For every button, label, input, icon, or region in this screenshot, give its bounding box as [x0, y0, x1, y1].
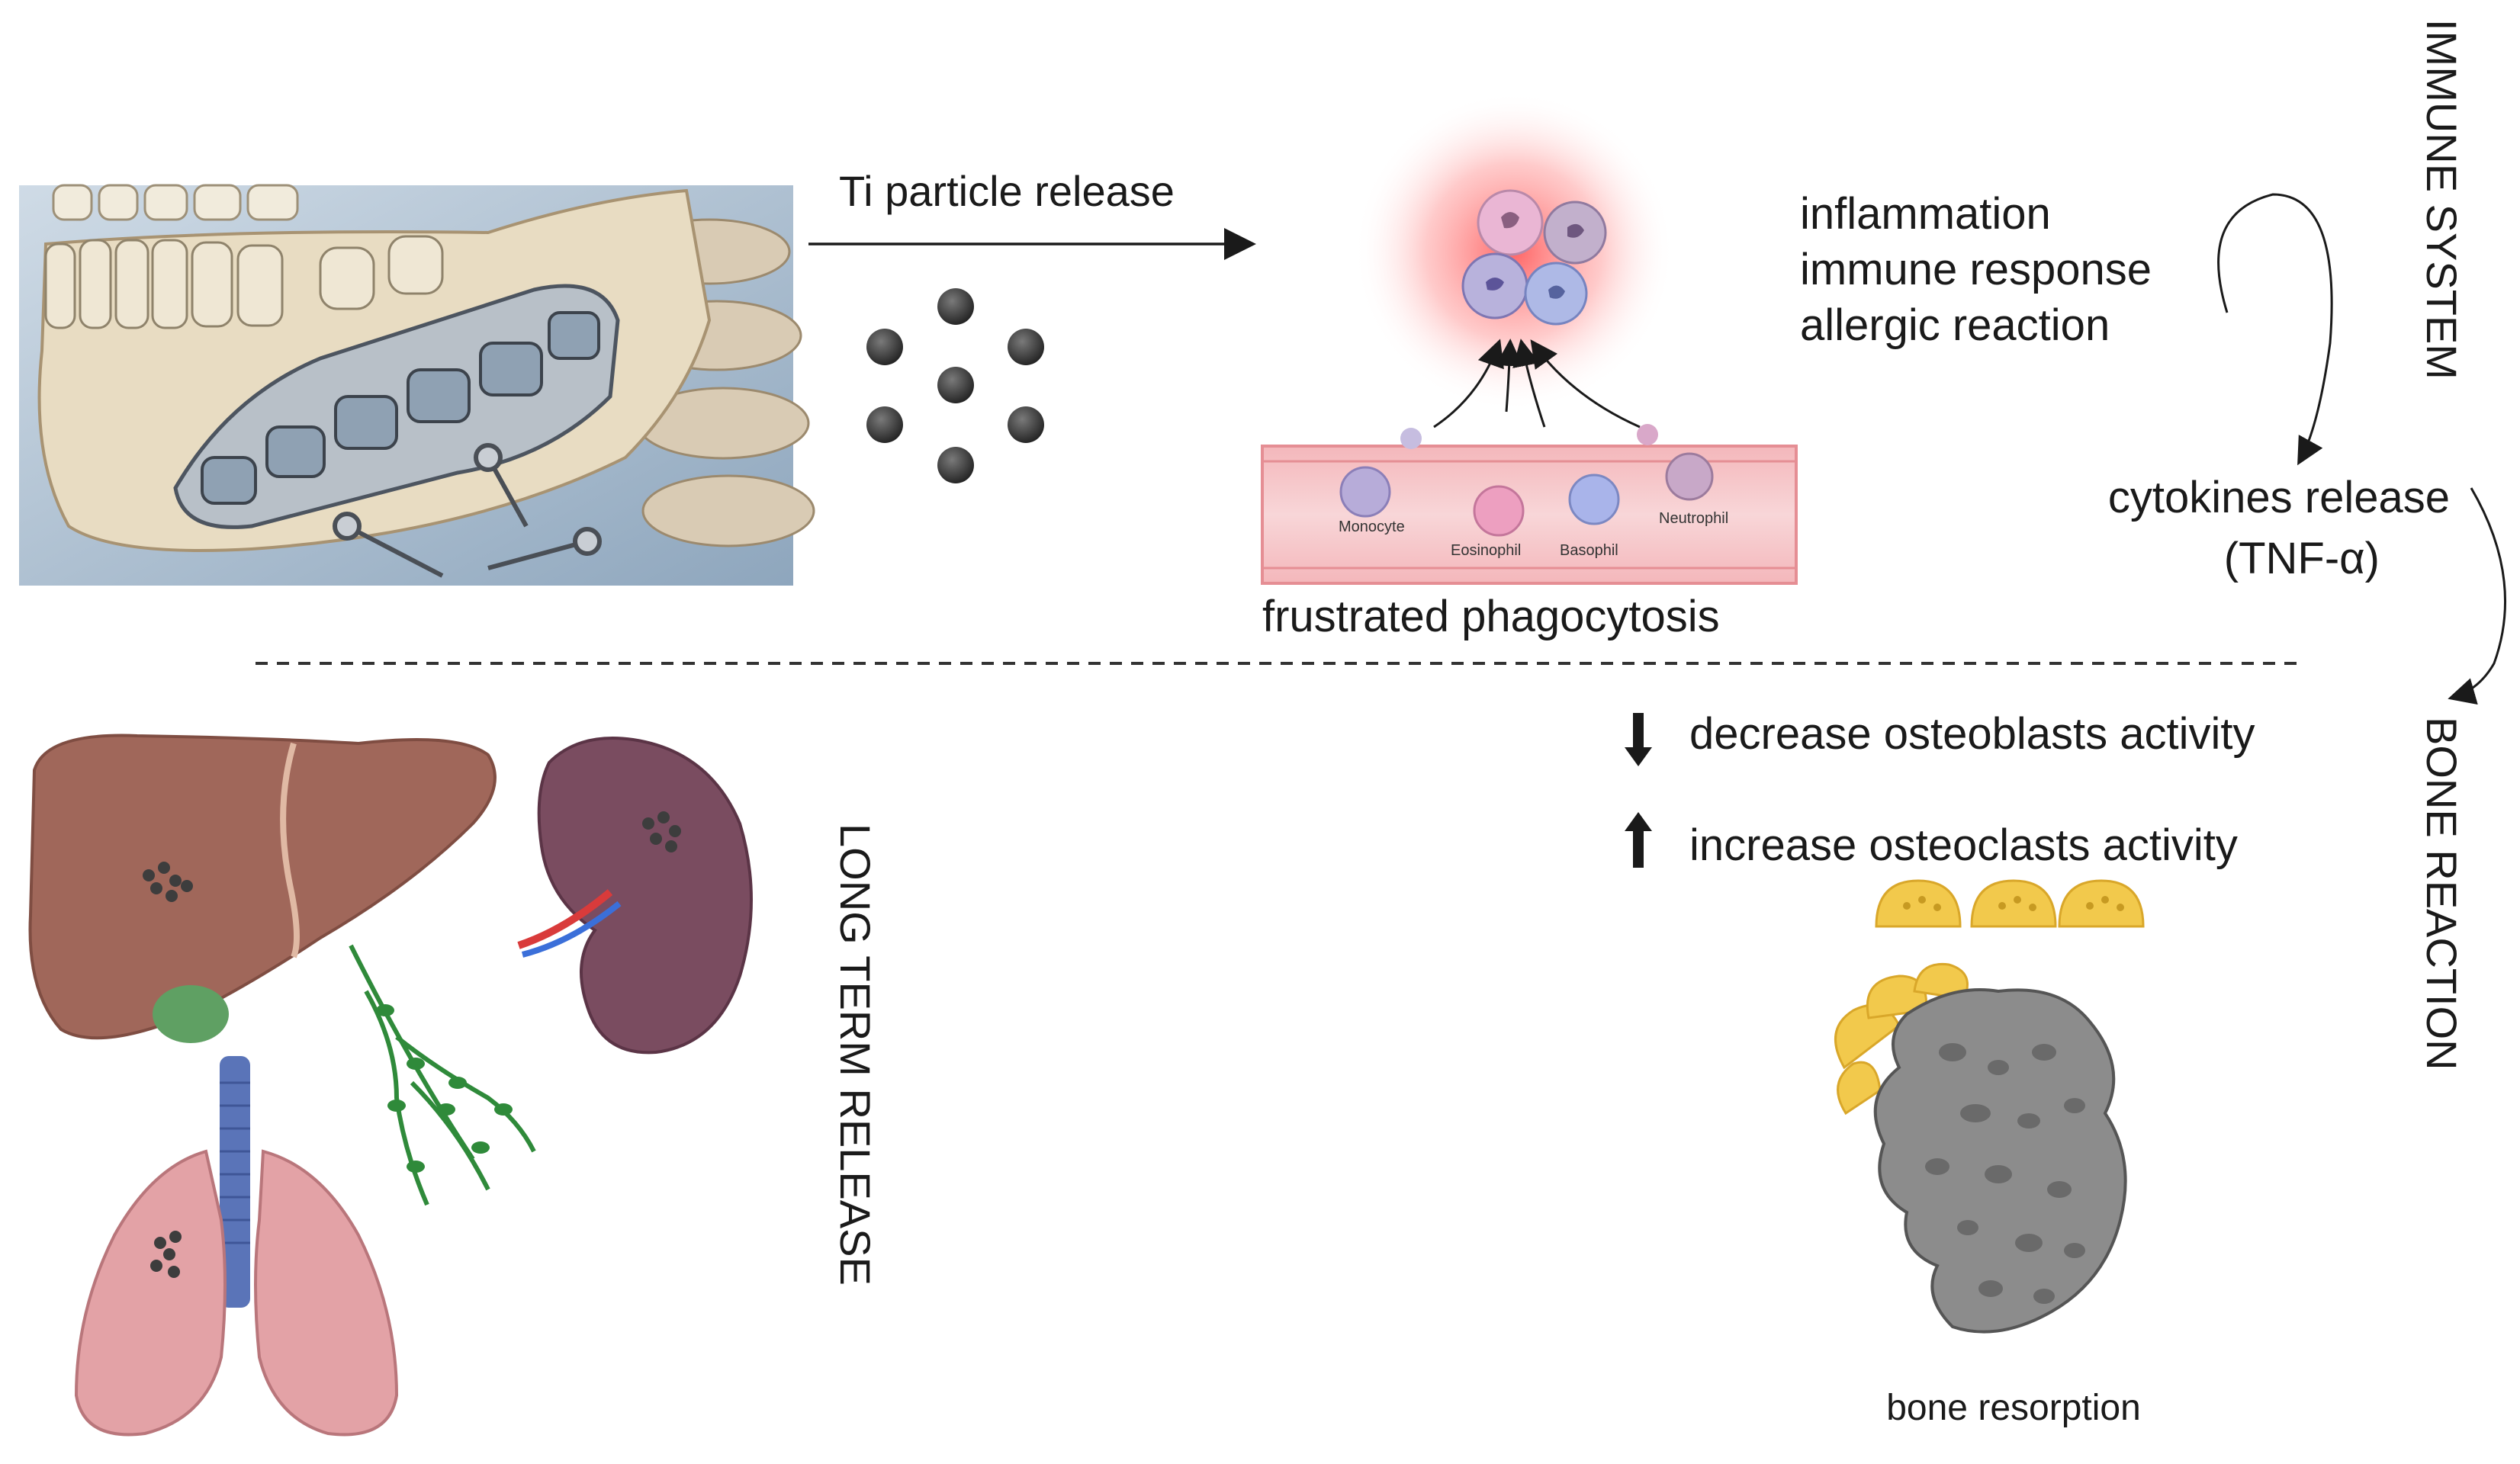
phagocytosis-label: frustrated phagocytosis: [1262, 592, 1720, 641]
bone-reaction-arrow: [2448, 487, 2507, 705]
inflammation-line-3: allergic reaction: [1800, 300, 2110, 350]
cell-label-eosinophil: Eosinophil: [1451, 542, 1521, 559]
osteoclast-nuclei: [1903, 896, 2124, 911]
inflammation-line-1: inflammation: [1800, 189, 2051, 239]
lymph-nodes: [376, 1004, 513, 1173]
inflammation-line-2: immune response: [1800, 245, 2152, 294]
bone-resorption-label: bone resorption: [1886, 1388, 2141, 1428]
osteoblast-text: decrease osteoblasts activity: [1689, 709, 2255, 759]
osteoclast-text: increase osteoclasts activity: [1689, 820, 2238, 870]
bone-reaction-label: BONE REACTION: [2418, 717, 2466, 1071]
ti-particles: [866, 288, 1044, 483]
ti-release-label: Ti particle release: [839, 167, 1175, 215]
jaw-implant-illustration: [19, 184, 815, 586]
cell-label-neutrophil: Neutrophil: [1659, 510, 1728, 527]
resorbed-bone: [1873, 988, 2127, 1334]
migration-arrows: [1433, 339, 1641, 429]
cytokines-line-2: (TNF-α): [2224, 534, 2380, 583]
cytokines-line-1: cytokines release: [2108, 473, 2450, 522]
liver-illustration: [28, 734, 497, 1043]
spleen-illustration: [517, 737, 753, 1055]
immune-cell-cluster: [1461, 189, 1607, 326]
osteoclast-cells: [1834, 879, 2145, 1116]
immune-system-label: IMMUNE SYSTEM: [2418, 19, 2466, 380]
bone-pores: [1925, 1043, 2085, 1304]
down-arrow-icon: [1625, 713, 1652, 766]
long-term-release-label: LONG TERM RELEASE: [831, 824, 879, 1286]
lymph-vessels: [349, 944, 536, 1206]
cell-label-monocyte: Monocyte: [1339, 518, 1405, 535]
up-arrow-icon: [1625, 812, 1652, 868]
blood-vessel: [1261, 424, 1798, 585]
cell-label-basophil: Basophil: [1560, 542, 1618, 559]
cytokine-loop-arrow: [2217, 193, 2333, 466]
lungs-illustration: [74, 1056, 399, 1437]
